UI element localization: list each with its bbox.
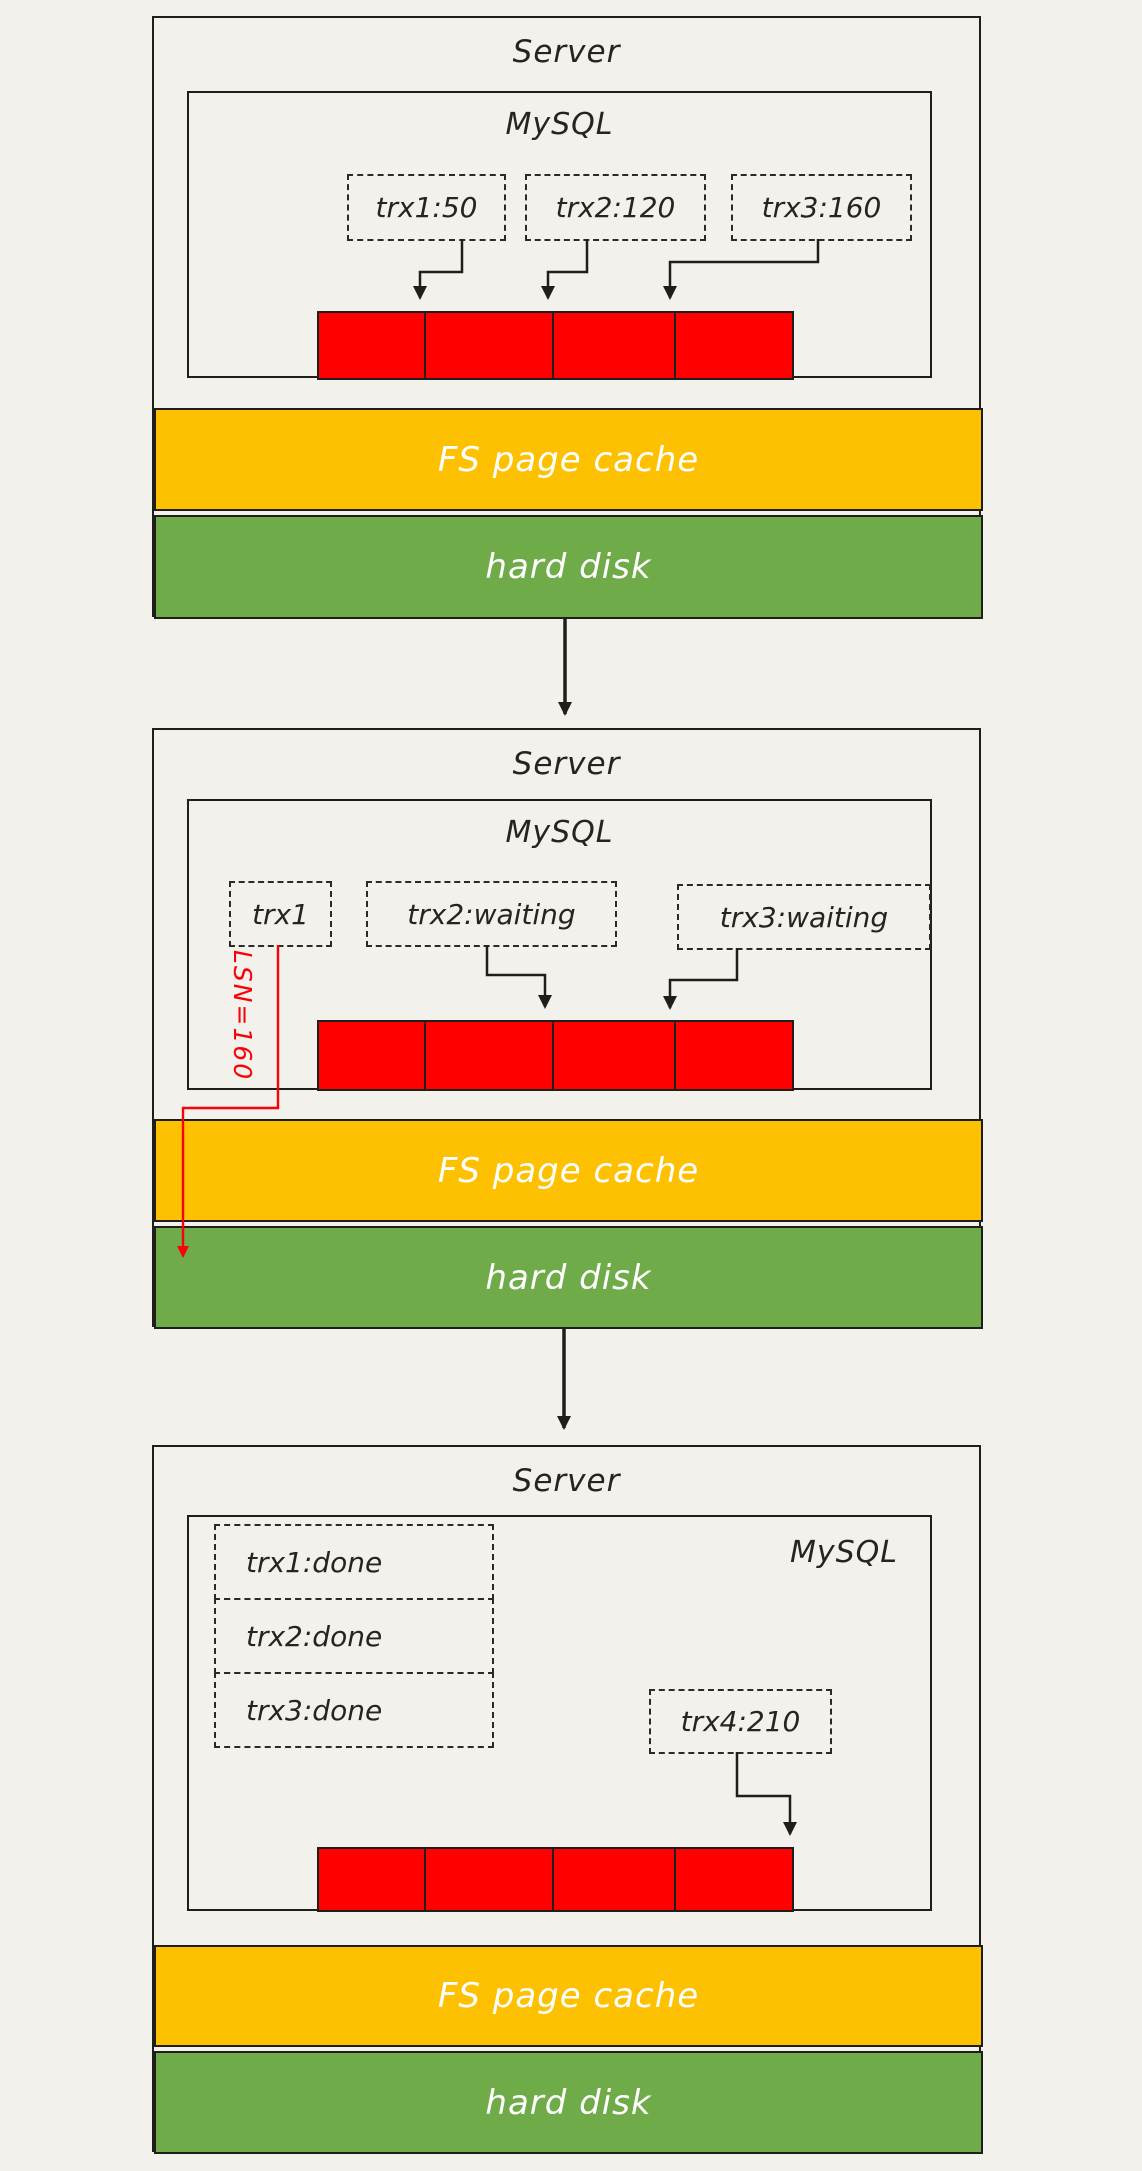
trx3-done-box: trx3:done: [214, 1672, 494, 1748]
hard-disk-bar-2: hard disk: [154, 1226, 983, 1329]
hard-disk-label-2: hard disk: [485, 1257, 652, 1298]
server-box-2: Server MySQL trx1 trx2:waiting trx3:wait…: [152, 728, 983, 1329]
trx2-waiting-label: trx2:waiting: [407, 897, 576, 931]
mysql-box-1: MySQL trx1:50 trx2:120 trx3:160: [187, 91, 932, 380]
redo-log-buffer-2: [317, 1020, 794, 1091]
redo-log-buffer-3: [317, 1847, 794, 1912]
hard-disk-label-3: hard disk: [485, 2082, 652, 2123]
redo-segment-divider: [424, 1849, 426, 1910]
hard-disk-bar-3: hard disk: [154, 2051, 983, 2154]
hard-disk-label-1: hard disk: [485, 547, 652, 587]
redo-segment-divider: [424, 313, 426, 378]
server-title-2: Server: [512, 746, 621, 782]
trx1-50-label: trx1:50: [375, 191, 478, 224]
server-title-1: Server: [512, 34, 621, 70]
redo-segment-divider: [552, 313, 554, 378]
server-box-3: Server MySQL trx1:done trx2:done trx3:do…: [152, 1445, 983, 2154]
fs-page-cache-bar-1: FS page cache: [154, 408, 983, 511]
trx2-120-box: trx2:120: [525, 174, 706, 241]
trx3-160-box: trx3:160: [731, 174, 912, 241]
trx2-120-label: trx2:120: [555, 191, 676, 224]
trx1-label: trx1: [252, 897, 309, 931]
redo-segment-divider: [424, 1022, 426, 1089]
redo-segment-divider: [552, 1849, 554, 1910]
trx1-box: trx1: [229, 881, 332, 947]
redo-log-buffer-1: [317, 311, 794, 380]
mysql-title-3: MySQL: [789, 1535, 898, 1570]
fs-page-cache-label-2: FS page cache: [437, 1150, 700, 1191]
redo-segment-divider: [674, 1022, 676, 1089]
trx1-50-box: trx1:50: [347, 174, 506, 241]
mysql-box-3: MySQL trx1:done trx2:done trx3:done trx4…: [187, 1515, 932, 1912]
trx4-210-label: trx4:210: [680, 1705, 801, 1738]
server-title-3: Server: [512, 1463, 621, 1499]
mysql-title-1: MySQL: [505, 107, 614, 142]
mysql-box-2: MySQL trx1 trx2:waiting trx3:waiting: [187, 799, 932, 1091]
fs-page-cache-label-1: FS page cache: [437, 439, 700, 480]
trx2-done-label: trx2:done: [246, 1619, 383, 1653]
redo-segment-divider: [674, 313, 676, 378]
trx2-waiting-box: trx2:waiting: [366, 881, 617, 947]
server-box-1: Server MySQL trx1:50 trx2:120 trx3:160 F…: [152, 16, 983, 619]
hard-disk-bar-1: hard disk: [154, 515, 983, 619]
trx1-done-label: trx1:done: [246, 1545, 383, 1579]
trx3-waiting-box: trx3:waiting: [677, 884, 931, 950]
fs-page-cache-label-3: FS page cache: [437, 1976, 700, 2016]
mysql-title-2: MySQL: [505, 815, 614, 850]
lsn-160-annotation: LSN=160: [228, 950, 257, 1082]
redo-segment-divider: [552, 1022, 554, 1089]
fs-page-cache-bar-2: FS page cache: [154, 1119, 983, 1222]
trx3-done-label: trx3:done: [246, 1693, 383, 1727]
trx3-160-label: trx3:160: [761, 191, 882, 224]
trx2-done-box: trx2:done: [214, 1598, 494, 1674]
redo-segment-divider: [674, 1849, 676, 1910]
trx4-210-box: trx4:210: [649, 1689, 832, 1754]
fs-page-cache-bar-3: FS page cache: [154, 1945, 983, 2047]
trx3-waiting-label: trx3:waiting: [719, 900, 889, 934]
trx1-done-box: trx1:done: [214, 1524, 494, 1600]
